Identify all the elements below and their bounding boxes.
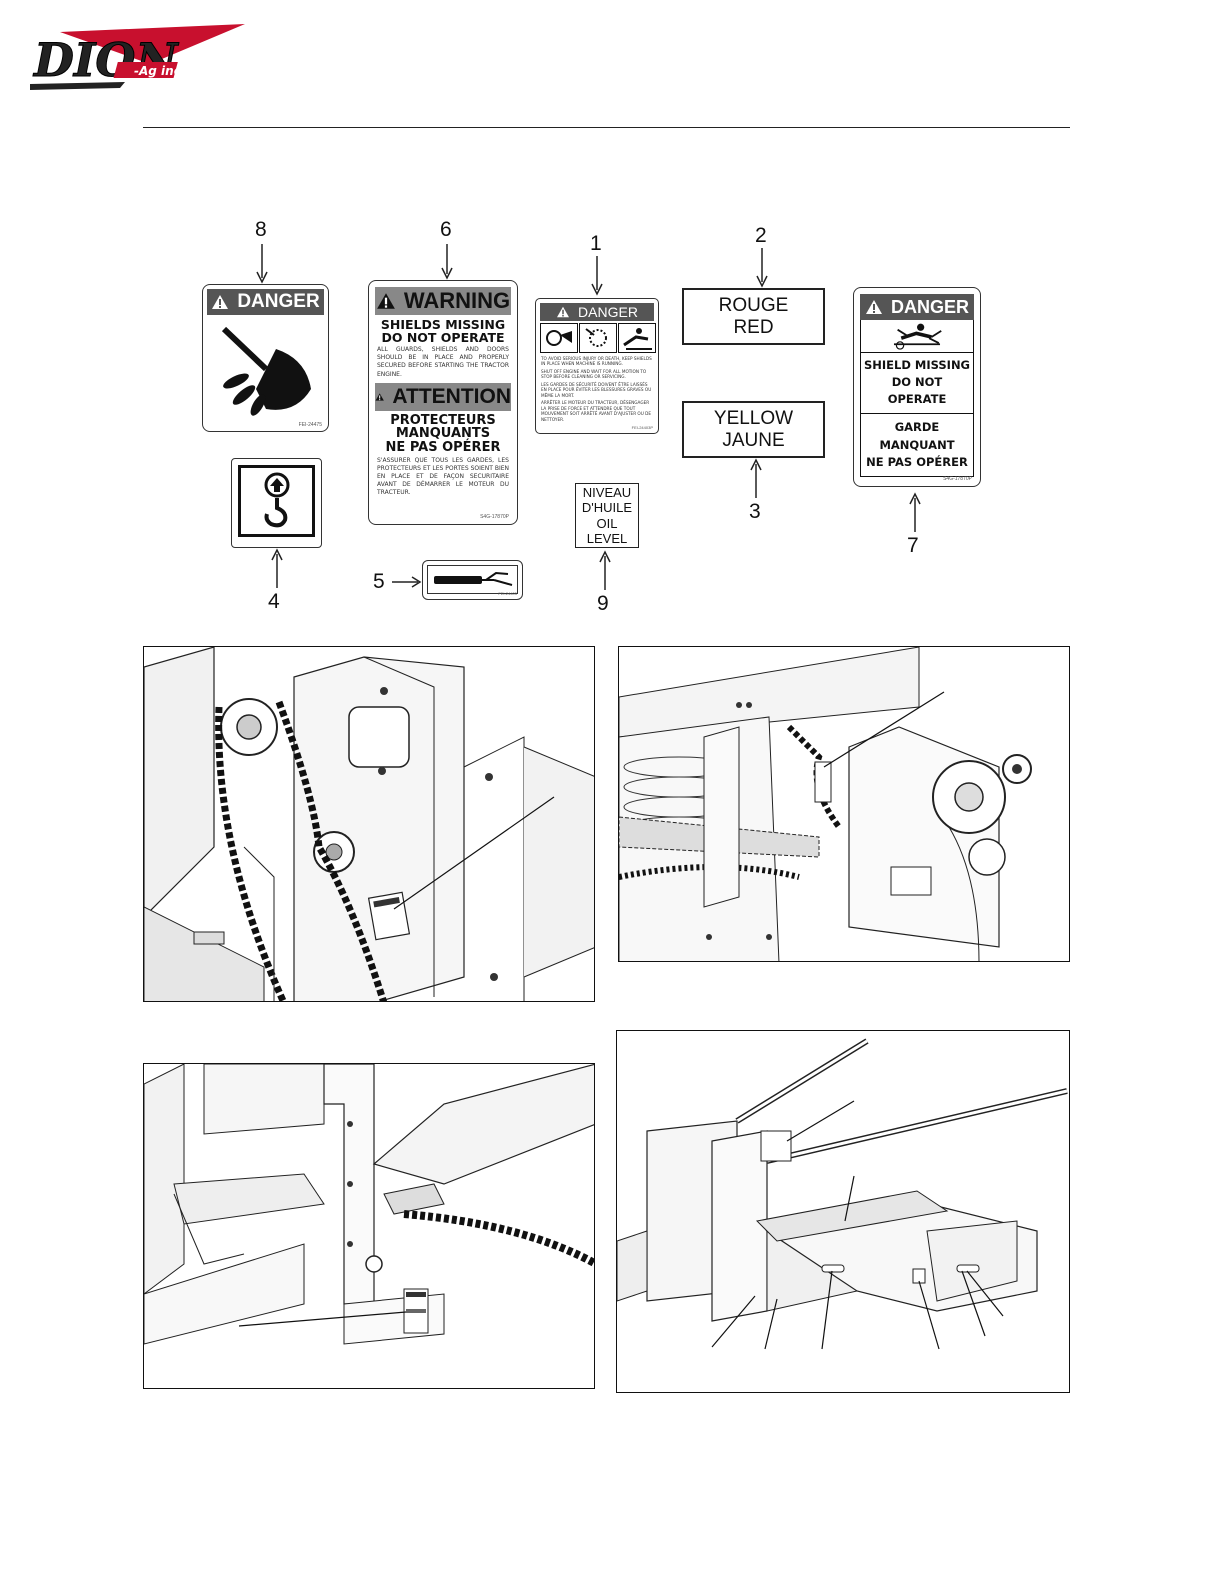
decal-6-head-en-2: DO NOT OPERATE (381, 330, 505, 346)
grease-gun-icon (433, 571, 512, 586)
decal-1-line: ARRÊTER LE MOTEUR DU TRACTEUR, DÉSENGAGE… (541, 400, 651, 422)
decal-1-danger: DANGER TO AVOID SERIOUS INJURY OR DEATH,… (535, 298, 659, 434)
decal-6-head-fr-1: PROTECTEURS (390, 412, 496, 428)
decal-8-danger: DANGER FEI-24475 (202, 284, 329, 432)
decal-5-code: FEI-24405 (498, 591, 517, 596)
warning-triangle-icon (375, 392, 384, 401)
decal-9-line: OIL (596, 515, 618, 531)
arrow-up-icon (909, 492, 921, 532)
decal-7-fr-2: NE PAS OPÉRER (866, 454, 968, 469)
decal-7-danger: DANGER SHIELD MISSING DO NOT OPERATE GAR… (853, 287, 981, 487)
decal-3-yellow-reflector: YELLOW JAUNE (682, 401, 825, 458)
decal-7-en-1: SHIELD MISSING (863, 357, 971, 372)
decal-3-line2: JAUNE (722, 429, 785, 451)
decal-2-red-reflector: ROUGE RED (682, 288, 825, 345)
illustration-chain-drive-right (618, 646, 1070, 962)
illustration-header-overview (616, 1030, 1070, 1393)
decal-9-line: NIVEAU (582, 484, 632, 500)
decal-1-title: DANGER (578, 304, 638, 320)
arrow-right-icon (392, 576, 422, 588)
warning-triangle-icon (865, 300, 882, 314)
arrow-down-icon (591, 256, 603, 296)
hand-cut-icon (221, 326, 311, 416)
callout-number-5: 5 (373, 570, 385, 593)
decal-2-line2: RED (733, 316, 774, 338)
callout-number-9: 9 (597, 592, 609, 615)
warning-triangle-icon (376, 293, 395, 309)
illustration-chain-drive-left (143, 646, 595, 1002)
decal-6-head-fr-2: MANQUANTS (395, 426, 491, 442)
decal-2-line1: ROUGE (718, 294, 789, 316)
decal-1-line: SHUT OFF ENGINE AND WAIT FOR ALL MOTION … (541, 368, 647, 380)
decal-7-title: DANGER (890, 296, 969, 317)
decal-1-code: FEI-24403P (631, 425, 653, 430)
entanglement-pictograms-icon (540, 323, 656, 353)
decal-8-title: DANGER (237, 291, 320, 312)
decal-9-line: LEVEL (586, 530, 628, 546)
decal-6-warning: WARNING SHIELDS MISSING DO NOT OPERATE A… (368, 280, 518, 525)
decal-1-text-block: TO AVOID SERIOUS INJURY OR DEATH, KEEP S… (541, 356, 653, 422)
decal-4-lift-point (231, 458, 322, 548)
decal-7-code: S4G-17870P (943, 476, 972, 482)
decal-6-title-en: WARNING (403, 288, 511, 313)
decal-3-line1: YELLOW (713, 407, 794, 429)
decal-8-code: FEI-24475 (298, 422, 322, 428)
header-rule (143, 127, 1070, 128)
decal-7-fr-1: GARDE MANQUANT (879, 420, 955, 452)
arrow-down-icon (756, 248, 768, 288)
entanglement-person-icon (893, 323, 942, 350)
decal-7-en-2: DO NOT OPERATE (887, 374, 947, 406)
decal-6-title-fr: ATTENTION (392, 384, 511, 408)
lift-hook-icon (264, 472, 289, 528)
callout-number-6: 6 (440, 218, 452, 241)
decal-1-line: TO AVOID SERIOUS INJURY OR DEATH, KEEP S… (541, 356, 652, 367)
decal-6-body-fr: S'ASSURER QUE TOUS LES GARDES, LES PROTE… (377, 456, 509, 496)
decal-9-line: D'HUILE (581, 500, 633, 516)
arrow-down-icon (256, 244, 268, 284)
logo-text: DION (32, 33, 179, 87)
decal-1-line: LES GARDES DE SÉCURITÉ DOIVENT ÊTRE LAIS… (541, 381, 652, 398)
arrow-up-icon (750, 458, 762, 498)
decal-6-code: S4G-17870P (480, 514, 509, 520)
arrow-up-icon (599, 550, 611, 590)
decal-6-head-en-1: SHIELDS MISSING (380, 317, 506, 332)
callout-number-4: 4 (268, 590, 280, 613)
callout-number-7: 7 (907, 534, 919, 557)
warning-triangle-icon (557, 306, 570, 318)
callout-number-8: 8 (255, 218, 267, 241)
dion-logo: DION -Ag inc. (30, 24, 245, 96)
warning-triangle-icon (212, 295, 229, 309)
logo-subtext: -Ag inc. (134, 64, 185, 78)
arrow-up-icon (271, 548, 283, 588)
callout-number-3: 3 (749, 500, 761, 523)
decal-6-body-en: ALL GUARDS, SHIELDS AND DOORS SHOULD BE … (377, 346, 509, 378)
decal-6-head-fr-3: NE PAS OPÉRER (385, 439, 501, 455)
arrow-down-icon (441, 244, 453, 280)
callout-number-2: 2 (755, 224, 767, 247)
illustration-frame-decal-location (143, 1063, 595, 1389)
decal-5-grease: FEI-24405 (422, 560, 523, 600)
decal-9-oil-level: NIVEAU D'HUILE OIL LEVEL (575, 483, 639, 548)
callout-number-1: 1 (590, 232, 602, 255)
